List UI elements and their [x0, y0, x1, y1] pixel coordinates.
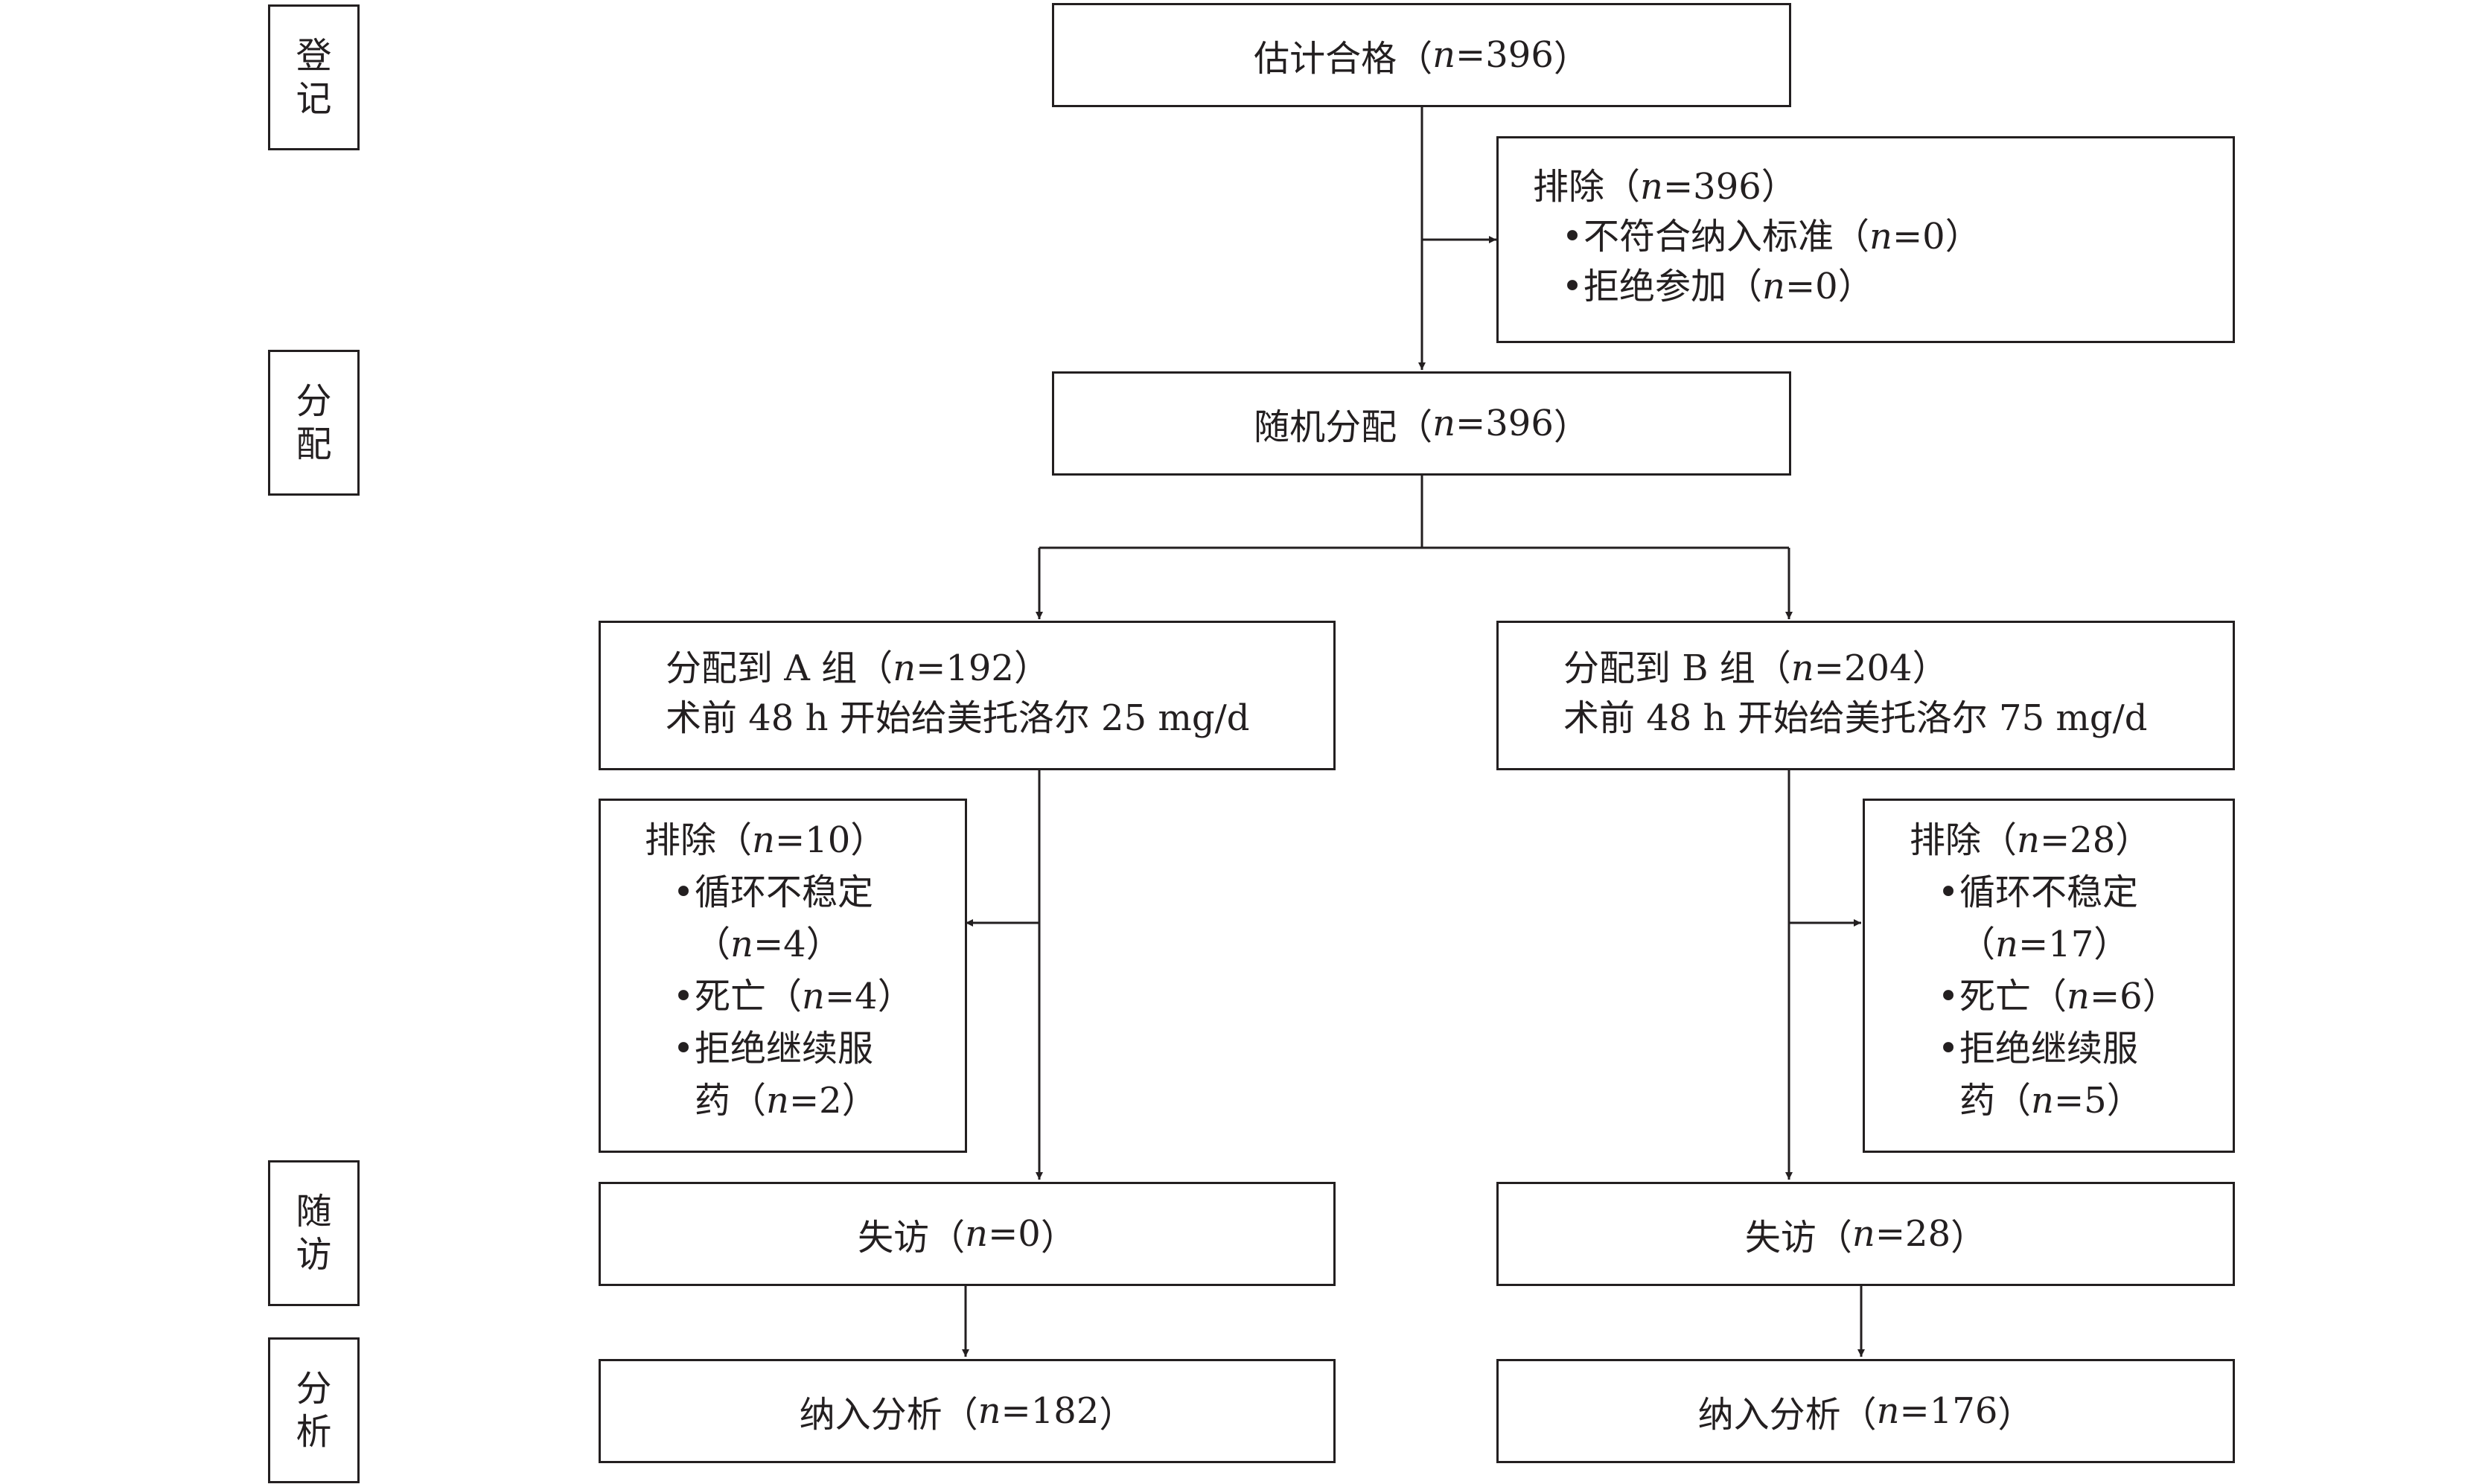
- analyzed-b-box: 纳入分析（n=176）: [1496, 1359, 2235, 1463]
- excluded-b-item: •循环不稳定: [1937, 871, 2139, 913]
- excluded-a-item-continued: （n=4）: [695, 924, 842, 965]
- group-a-intervention: 术前 48 h 开始给美托洛尔 25 mg/d: [666, 697, 1250, 739]
- excluded-b-item-continued: 药（n=5）: [1959, 1080, 2143, 1122]
- randomized-box: 随机分配（n=396 ）: [1052, 371, 1791, 476]
- excluded-top-box: 排除（n=396） •不符合纳入标准（n=0） •拒绝参加（n=0）: [1496, 136, 2235, 343]
- excluded-b-item: •死亡（n=6）: [1937, 976, 2178, 1017]
- excluded-b-title: 排除（n=28）: [1910, 819, 2152, 861]
- excluded-top-title: 排除（n=396）: [1533, 166, 1797, 208]
- lost-b-box: 失访（n=28）: [1496, 1182, 2235, 1286]
- group-b-allocation: 分配到 B 组（n=204）: [1563, 647, 1948, 689]
- stage-label-follow-up: 随 访: [268, 1160, 360, 1306]
- excluded-a-item: •死亡（n=4）: [672, 976, 913, 1017]
- group-b-box: 分配到 B 组（n=204） 术前 48 h 开始给美托洛尔 75 mg/d: [1496, 621, 2235, 770]
- group-b-intervention: 术前 48 h 开始给美托洛尔 75 mg/d: [1563, 697, 2148, 739]
- assessed-box: 估计合格（n=396）: [1052, 3, 1791, 107]
- stage-label-allocation: 分 配: [268, 350, 360, 496]
- excluded-b-text: 排除（n=28） •循环不稳定 （n=17） •死亡（n=6） •拒绝继续服 药…: [1910, 814, 2178, 1127]
- excluded-top-item: •不符合纳入标准（n=0）: [1561, 216, 1981, 258]
- excluded-a-item: •循环不稳定: [672, 871, 874, 913]
- excluded-b-item: •拒绝继续服: [1937, 1028, 2139, 1069]
- excluded-b-item-continued: （n=17）: [1959, 924, 2130, 965]
- stage-label-enrollment: 登 记: [268, 4, 360, 150]
- excluded-top-item: •拒绝参加（n=0）: [1561, 266, 1874, 307]
- group-a-box: 分配到 A 组（n=192） 术前 48 h 开始给美托洛尔 25 mg/d: [599, 621, 1336, 770]
- stage-label-analysis: 分 析: [268, 1337, 360, 1483]
- lost-a-box: 失访（n=0）: [599, 1182, 1336, 1286]
- excluded-a-item-continued: 药（n=2）: [695, 1080, 878, 1122]
- excluded-a-box: [599, 799, 967, 1153]
- analyzed-a-box: 纳入分析（n=182）: [599, 1359, 1336, 1463]
- excluded-a-title: 排除（n=10）: [645, 819, 887, 861]
- excluded-a-text: 排除（n=10） •循环不稳定 （n=4） •死亡（n=4） •拒绝继续服 药（…: [645, 814, 913, 1127]
- excluded-b-box: [1863, 799, 2235, 1153]
- excluded-a-item: •拒绝继续服: [672, 1028, 874, 1069]
- group-a-allocation: 分配到 A 组（n=192）: [666, 647, 1050, 689]
